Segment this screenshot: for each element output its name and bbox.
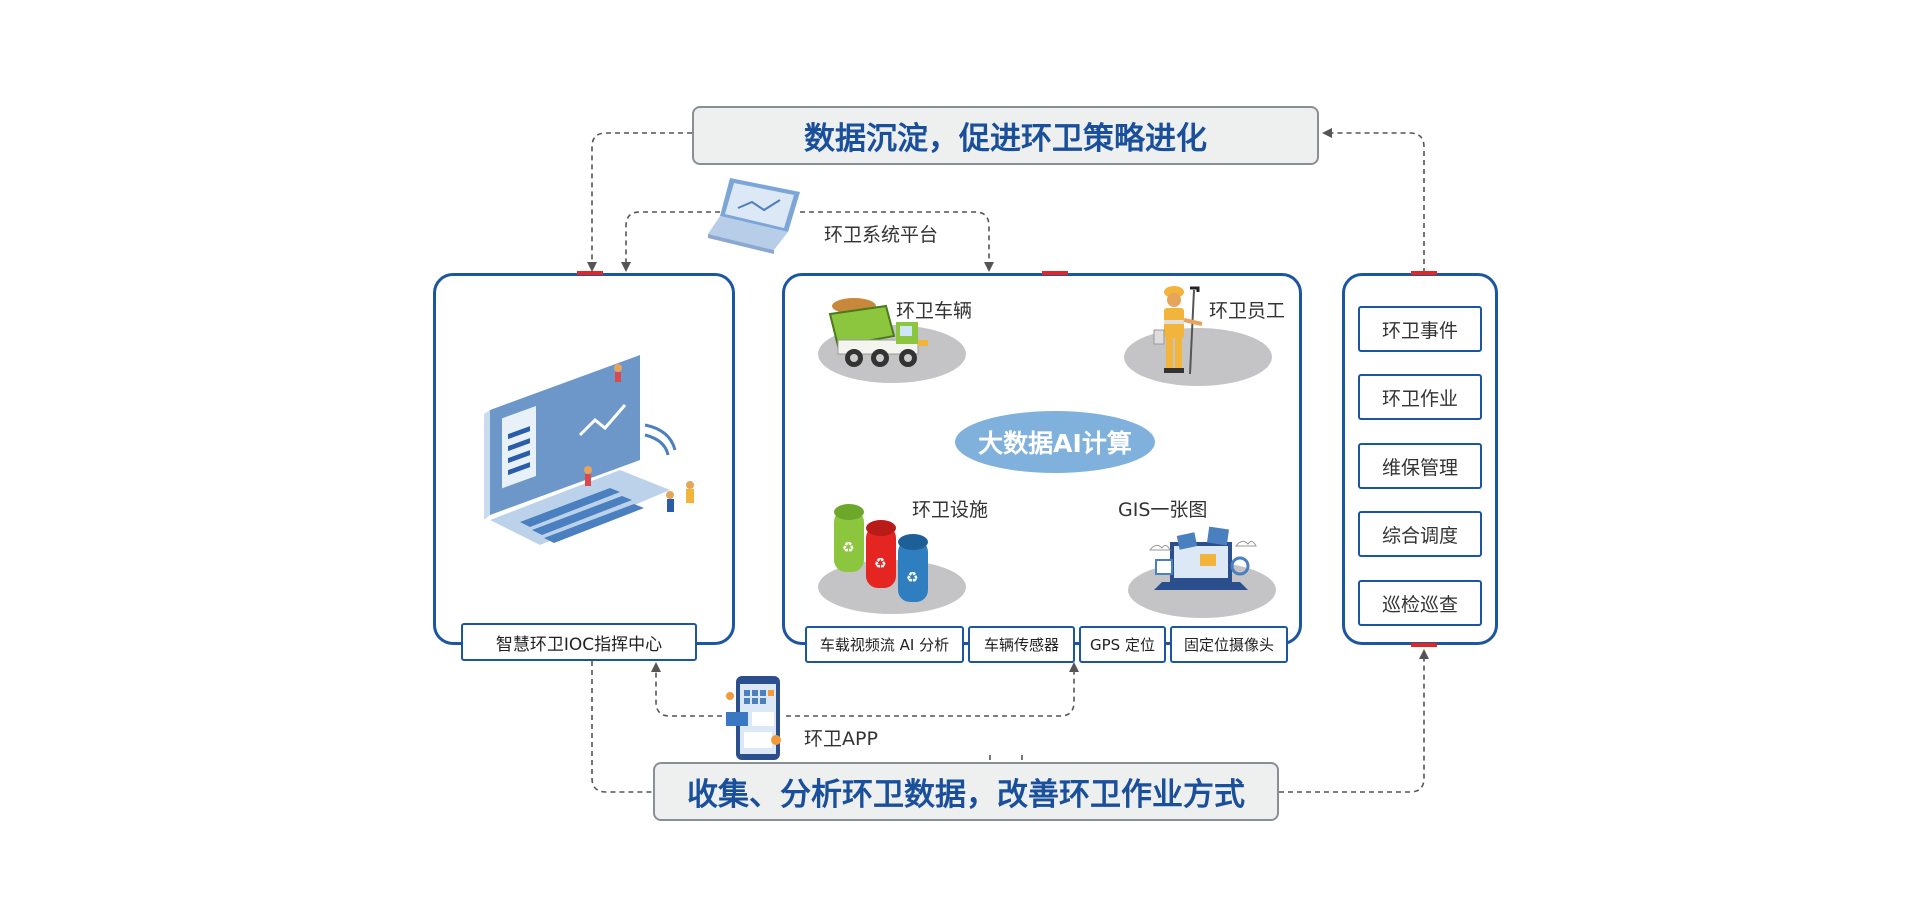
staff-label: 环卫员工	[1209, 300, 1286, 322]
ioc-dashboard-illustration	[484, 333, 694, 545]
facility-label: 环卫设施	[912, 499, 989, 521]
wire-bottom-right	[1279, 649, 1429, 793]
ioc-caption: 智慧环卫IOC指挥中心	[461, 623, 697, 661]
sensor-tag-fixed-camera: 固定位摄像头	[1170, 626, 1288, 663]
wire-top-left	[587, 132, 692, 272]
panel-marker-right-top	[1411, 271, 1437, 275]
module-maintenance: 维保管理	[1358, 443, 1482, 489]
laptop-icon	[708, 178, 800, 254]
vehicle-label: 环卫车辆	[896, 300, 973, 322]
panel-marker-left	[577, 271, 603, 275]
phone-icon	[726, 676, 781, 760]
module-dispatch: 综合调度	[1358, 511, 1482, 557]
sensor-tag-vehicle-sensor: 车辆传感器	[968, 626, 1075, 663]
gis-label: GIS一张图	[1118, 499, 1208, 521]
garbage-truck-icon	[828, 298, 928, 367]
module-events: 环卫事件	[1358, 306, 1482, 352]
app-label: 环卫APP	[804, 728, 878, 750]
sensor-tag-gps: GPS 定位	[1079, 626, 1166, 663]
wire-app-left	[651, 662, 722, 717]
svg-text:♻: ♻	[842, 540, 855, 556]
wire-app-gps	[786, 662, 1079, 717]
platform-label: 环卫系统平台	[824, 224, 939, 246]
module-operations: 环卫作业	[1358, 374, 1482, 420]
svg-text:♻: ♻	[906, 570, 919, 586]
trash-bins-icon: ♻ ♻ ♻	[834, 504, 928, 602]
wire-laptop-left	[621, 211, 720, 272]
wire-right-top	[1322, 128, 1425, 273]
staff-platform	[1124, 328, 1272, 386]
wire-laptop-center	[800, 211, 994, 272]
banner-bottom: 收集、分析环卫数据，改善环卫作业方式	[653, 762, 1279, 821]
module-inspection: 巡检巡查	[1358, 580, 1482, 626]
ai-compute-hub: 大数据AI计算	[955, 411, 1155, 473]
sensor-tag-video-ai: 车载视频流 AI 分析	[805, 626, 964, 663]
banner-top: 数据沉淀，促进环卫策略进化	[692, 106, 1319, 165]
panel-marker-right-bottom	[1411, 643, 1437, 647]
worker-icon	[1153, 286, 1203, 375]
panel-marker-center	[1042, 271, 1068, 275]
gis-map-icon	[1148, 526, 1257, 590]
svg-text:♻: ♻	[874, 556, 887, 572]
wire-left-bottom	[591, 661, 653, 793]
